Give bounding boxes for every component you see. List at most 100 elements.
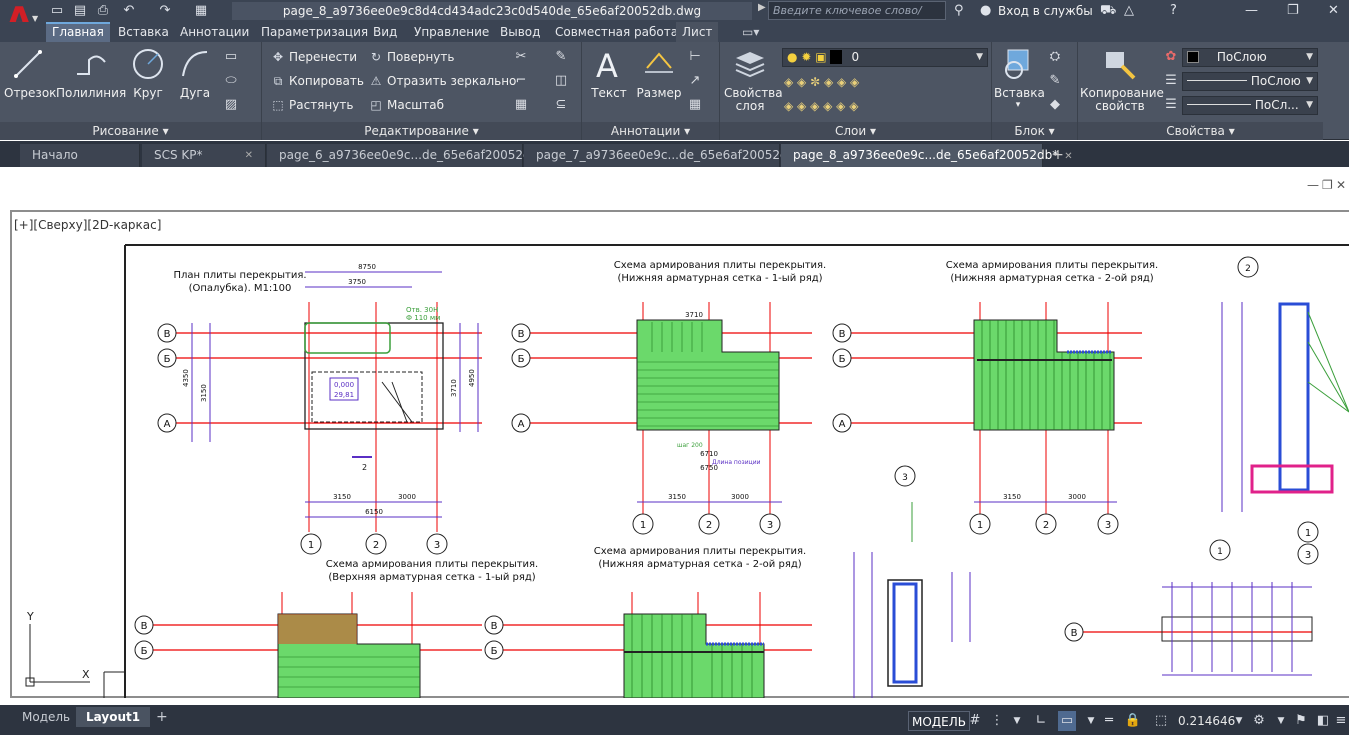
- arc-button[interactable]: Дуга: [174, 46, 216, 101]
- minimize-window-icon[interactable]: —: [1245, 3, 1258, 18]
- file-tab-scs[interactable]: SCS KP*✕: [142, 144, 266, 167]
- file-tab-page7[interactable]: page_7_a9736ee0e9c...de_65e6af20052db*✕: [524, 144, 816, 167]
- annotation-scale[interactable]: 0.214646: [1178, 714, 1236, 728]
- chevron-down-icon[interactable]: ▼: [1087, 716, 1095, 726]
- dimension-button[interactable]: Размер: [636, 46, 682, 101]
- search-expand-icon[interactable]: ▶: [758, 2, 766, 13]
- polyline-button[interactable]: Полилиния: [56, 46, 126, 101]
- leader-icon[interactable]: ↗: [689, 73, 701, 88]
- chevron-down-icon[interactable]: ▼: [1013, 716, 1021, 726]
- create-block-icon[interactable]: ⛭: [1049, 49, 1061, 64]
- tab-model[interactable]: Модель: [22, 710, 71, 724]
- exchange-icon[interactable]: △: [1124, 3, 1134, 18]
- object-snap-icon[interactable]: ═: [1105, 713, 1113, 728]
- ortho-icon[interactable]: ∟: [1035, 713, 1047, 728]
- tab-parametric[interactable]: Параметризация: [261, 25, 369, 39]
- chevron-down-icon[interactable]: ▼: [1277, 716, 1285, 726]
- tab-annotate[interactable]: Аннотации: [180, 25, 250, 39]
- erase-icon[interactable]: ✎: [555, 49, 567, 64]
- minimize-drawing-icon[interactable]: —: [1307, 178, 1319, 192]
- restore-window-icon[interactable]: ❐: [1287, 3, 1299, 18]
- customize-icon[interactable]: ≡: [1335, 713, 1347, 728]
- close-drawing-icon[interactable]: ✕: [1336, 178, 1347, 192]
- rotate-button[interactable]: ↻Повернуть: [368, 48, 454, 66]
- workspace-switch-icon[interactable]: ◧: [1316, 713, 1330, 728]
- lock-ui-icon[interactable]: 🔒: [1124, 713, 1142, 728]
- model-space-button[interactable]: МОДЕЛЬ: [908, 711, 971, 731]
- mirror-button[interactable]: ⚠Отразить зеркально: [368, 72, 517, 90]
- chevron-down-icon[interactable]: ▼: [1235, 716, 1243, 726]
- scale-button[interactable]: ◰Масштаб: [368, 96, 444, 114]
- sign-in-button[interactable]: Вход в службы: [998, 4, 1093, 18]
- search-input[interactable]: Введите ключевое слово/фразу: [768, 1, 946, 34]
- color-dropdown[interactable]: ПоСлою ▼: [1182, 48, 1318, 67]
- tab-output[interactable]: Вывод: [500, 25, 541, 39]
- hatch-icon[interactable]: ▨: [224, 97, 238, 112]
- layer-properties-button[interactable]: Свойства слоя: [724, 46, 783, 114]
- tab-collaborate[interactable]: Совместная работа: [555, 25, 679, 39]
- block-panel-title[interactable]: Блок ▾: [992, 122, 1077, 140]
- match-properties-button[interactable]: Копирование свойств: [1080, 46, 1164, 114]
- annotation-panel-title[interactable]: Аннотации ▾: [582, 122, 719, 140]
- undo-icon[interactable]: ↶: [123, 3, 135, 18]
- restore-drawing-icon[interactable]: ❐: [1322, 178, 1333, 192]
- layer-tools-row-2[interactable]: ◈ ◈ ◈ ◈ ◈ ◈: [784, 99, 859, 113]
- ellipse-icon[interactable]: ⬭: [225, 73, 237, 88]
- layer-tools-row-1[interactable]: ◈ ◈ ✼ ◈ ◈ ◈: [784, 75, 860, 89]
- new-tab-icon[interactable]: +: [1052, 147, 1064, 163]
- help-icon[interactable]: ?: [1170, 3, 1177, 18]
- line-button[interactable]: Отрезок: [4, 46, 56, 101]
- fillet-icon[interactable]: ⌐: [515, 73, 527, 88]
- annotation-monitor-icon[interactable]: ⚑: [1295, 713, 1307, 728]
- grid-icon[interactable]: #: [969, 713, 981, 728]
- linetype-dropdown[interactable]: ПоСлою ▼: [1182, 72, 1318, 91]
- user-icon[interactable]: ●: [980, 3, 992, 18]
- tab-sheet[interactable]: Лист: [676, 22, 719, 42]
- file-tab-page8[interactable]: page_8_a9736ee0e9c...de_65e6af20052db*✕: [781, 144, 1073, 167]
- rectangle-icon[interactable]: ▭: [224, 49, 238, 64]
- circle-button[interactable]: Круг: [128, 46, 168, 101]
- block-attributes-icon[interactable]: ◆: [1050, 97, 1060, 112]
- settings-gear-icon[interactable]: ⚙: [1253, 713, 1265, 728]
- color-wheel-icon[interactable]: ✿: [1165, 49, 1177, 64]
- close-window-icon[interactable]: ✕: [1328, 3, 1339, 18]
- tab-layout1[interactable]: Layout1: [76, 707, 151, 727]
- binoculars-icon[interactable]: ⚲: [954, 3, 964, 18]
- offset-icon[interactable]: ⊆: [555, 97, 567, 112]
- trim-icon[interactable]: ✂: [515, 49, 527, 64]
- isolate-icon[interactable]: ⬚: [1154, 713, 1168, 728]
- save-icon[interactable]: ▤: [73, 3, 87, 18]
- tab-manage[interactable]: Управление: [414, 25, 490, 39]
- tab-home[interactable]: Главная: [46, 22, 110, 42]
- draw-panel-title[interactable]: Рисование ▾: [0, 122, 261, 140]
- linear-dim-icon[interactable]: ⊢: [689, 49, 701, 64]
- copy-button[interactable]: ⧉Копировать: [270, 72, 364, 90]
- ribbon-toggle-icon[interactable]: ▭▾: [742, 25, 760, 39]
- lineweight-dropdown[interactable]: ПоСл... ▼: [1182, 96, 1318, 115]
- viewport-controls[interactable]: [+][Сверху][2D-каркас]: [14, 218, 162, 232]
- insert-block-button[interactable]: Вставка ▾: [994, 46, 1045, 113]
- lineweight-icon[interactable]: ☰: [1165, 97, 1177, 112]
- properties-panel-title[interactable]: Свойства ▾: [1078, 122, 1323, 140]
- open-icon[interactable]: ▭: [50, 3, 64, 18]
- tab-view[interactable]: Вид: [373, 25, 398, 39]
- drawing-canvas[interactable]: — ❐ ✕ [+][Сверху][2D-каркас] План плиты …: [0, 167, 1349, 705]
- edit-block-icon[interactable]: ✎: [1049, 73, 1061, 88]
- stretch-button[interactable]: ⬚Растянуть: [270, 96, 353, 114]
- snap-icon[interactable]: ⋮: [990, 713, 1004, 728]
- workspace-icon[interactable]: ▦: [194, 3, 208, 18]
- text-button[interactable]: A Текст: [591, 47, 627, 100]
- tab-insert[interactable]: Вставка: [118, 25, 169, 39]
- add-layout-icon[interactable]: +: [156, 709, 168, 725]
- layer-dropdown[interactable]: ● ✹ ▣ ■ 0 ▼: [782, 48, 988, 67]
- close-tab-icon[interactable]: ✕: [244, 150, 253, 161]
- table-icon[interactable]: ▦: [688, 97, 702, 112]
- cart-icon[interactable]: ⛟: [1100, 3, 1117, 18]
- polar-tracking-icon[interactable]: ▭: [1058, 711, 1076, 731]
- move-button[interactable]: ✥Перенести: [270, 48, 357, 66]
- layers-panel-title[interactable]: Слои ▾: [720, 122, 991, 140]
- array-icon[interactable]: ▦: [514, 97, 528, 112]
- redo-icon[interactable]: ↷: [159, 3, 171, 18]
- linetype-icon[interactable]: ☰: [1165, 73, 1177, 88]
- file-tab-start[interactable]: Начало: [20, 144, 140, 167]
